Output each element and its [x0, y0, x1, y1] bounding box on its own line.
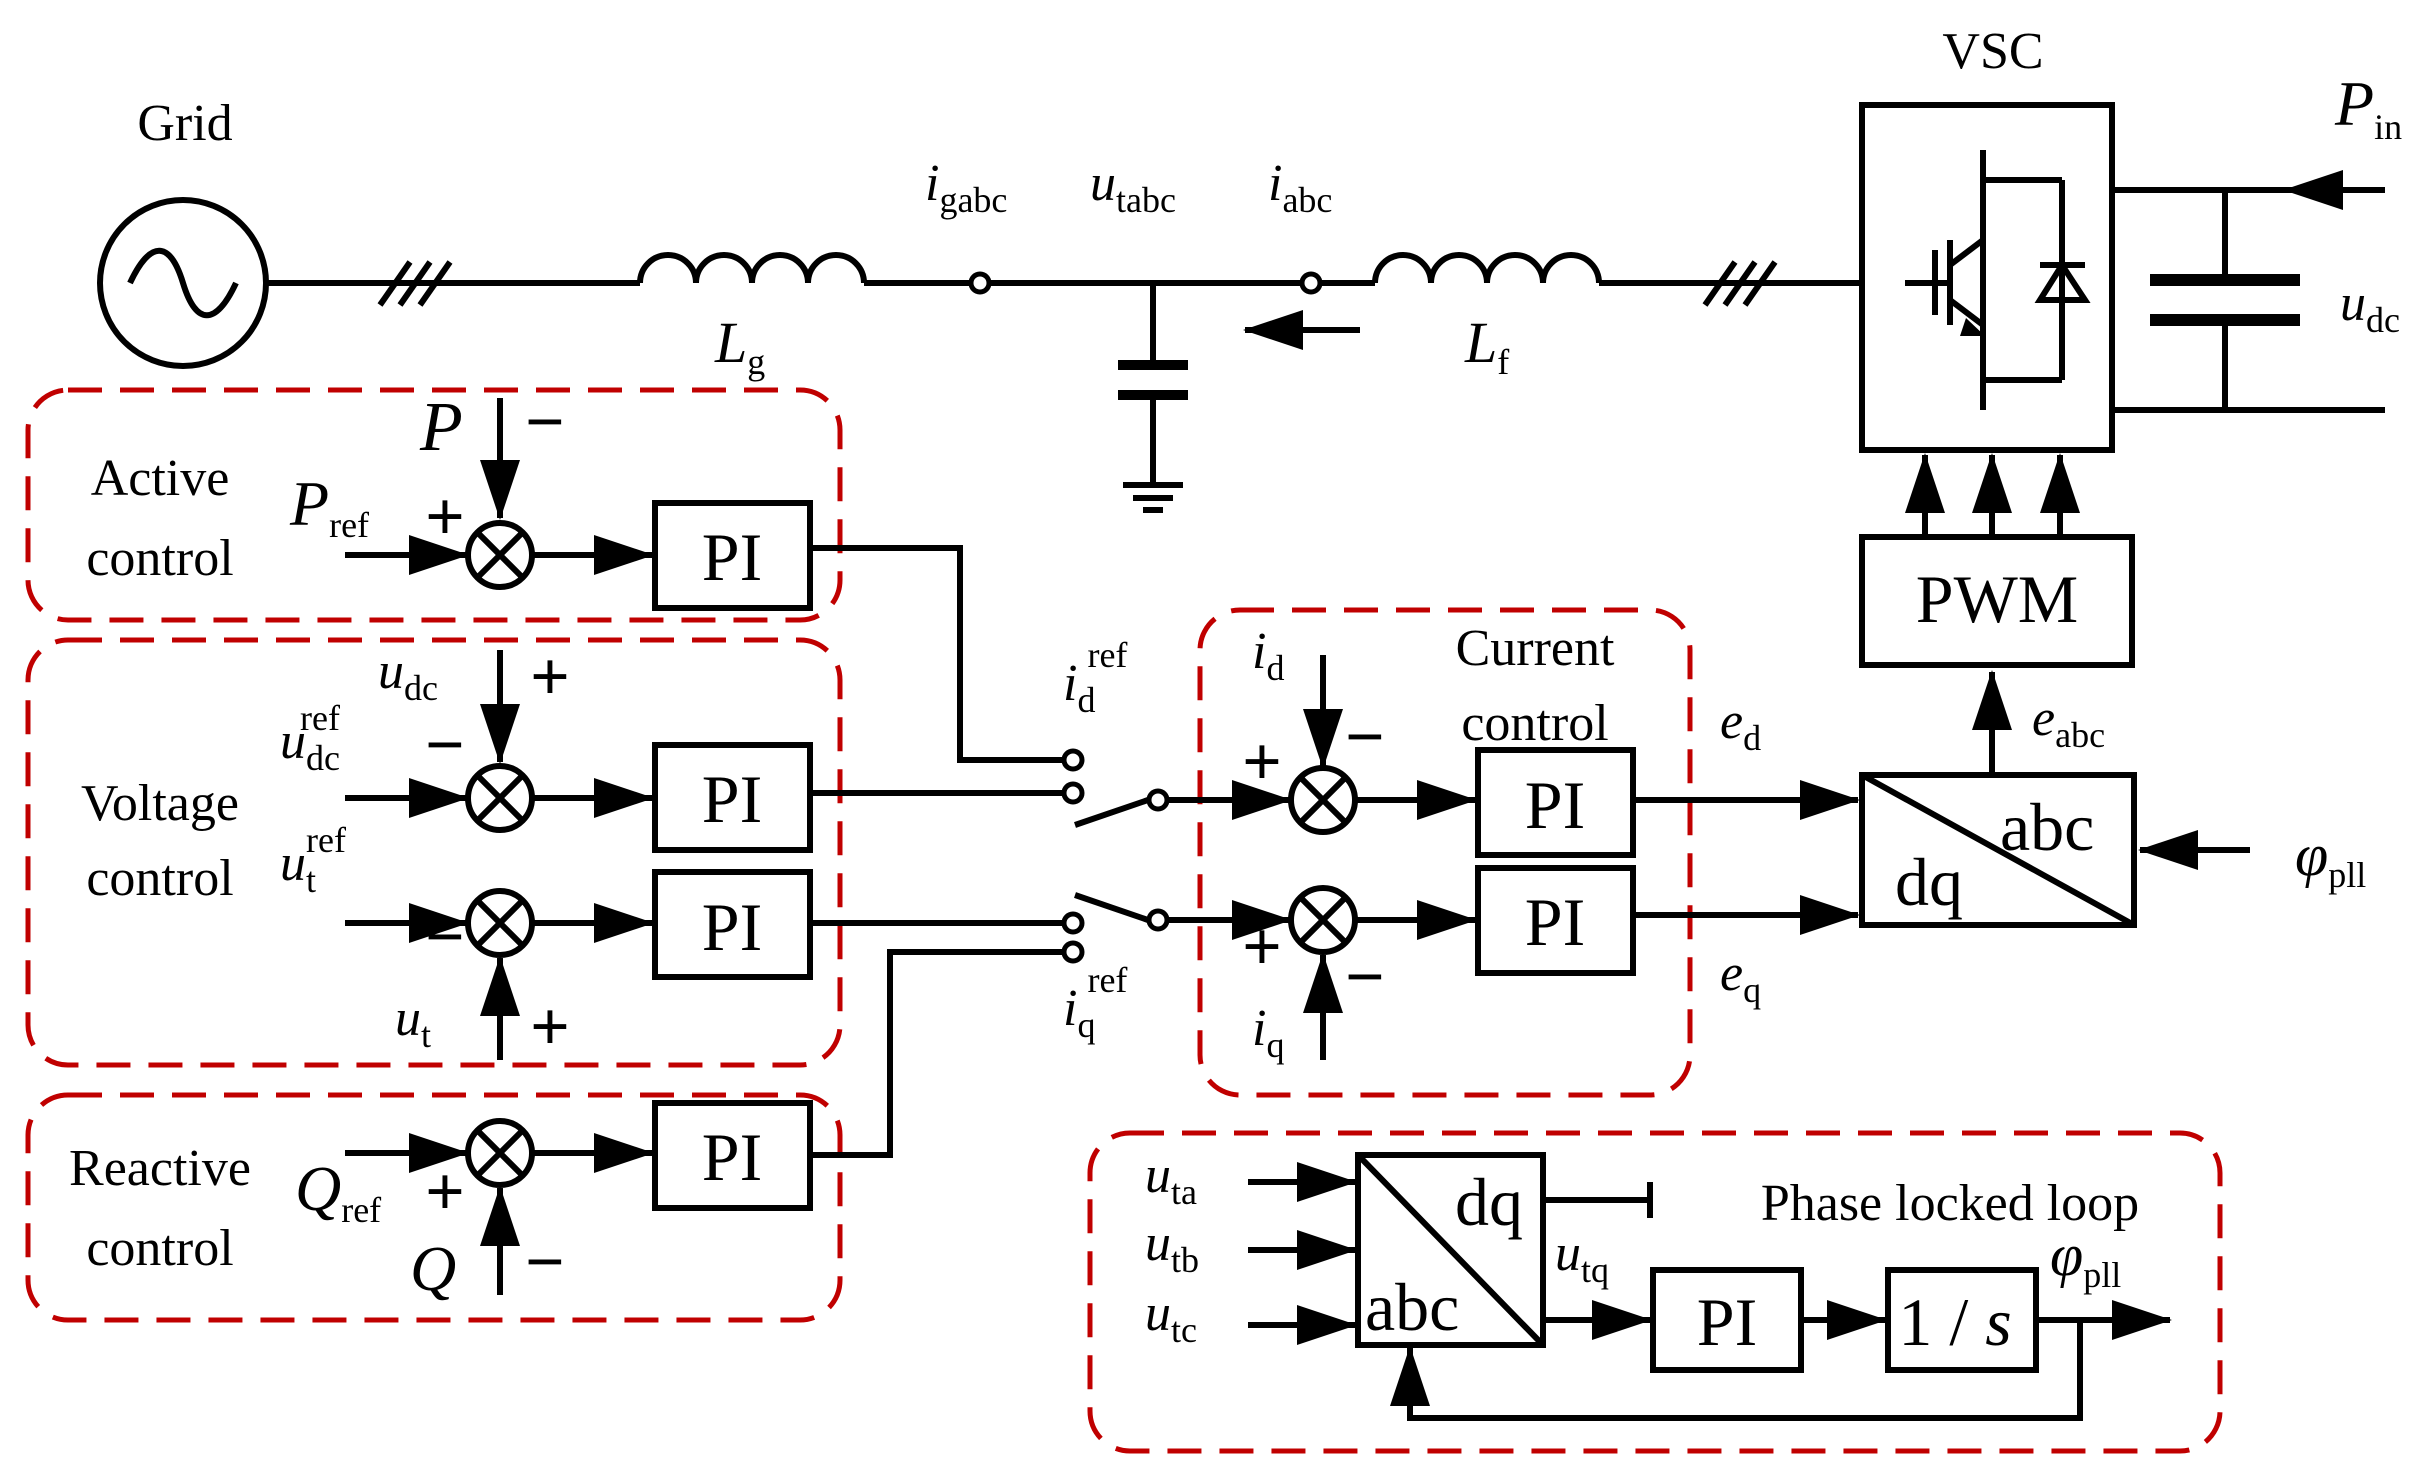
iabc-label: iabc [1268, 155, 1332, 220]
ac-wave-icon [127, 248, 239, 318]
utc-label: utc [1145, 1285, 1197, 1350]
minus-sign: − [525, 384, 565, 461]
pll-title: Phase locked loop [1761, 1175, 2139, 1232]
lf-label: Lf [1464, 310, 1509, 382]
integrator-block [1885, 1267, 2039, 1373]
pll-abc-label: abc [1365, 1269, 1459, 1345]
utq-label: utq [1555, 1225, 1609, 1290]
pll-dq-label: dq [1455, 1164, 1523, 1240]
pi-label: PI [702, 761, 762, 837]
node-igabc [968, 271, 992, 295]
reactive-title-2: control [86, 1220, 233, 1277]
lg-label: Lg [714, 310, 765, 382]
igabc-label: igabc [925, 155, 1007, 220]
udc-ref-label: udcref [280, 698, 340, 778]
ut-feedback-label: ut [395, 990, 431, 1055]
plus-sign: + [425, 1154, 465, 1231]
uta-label: uta [1145, 1147, 1197, 1212]
eq-label: eq [1720, 945, 1761, 1010]
pin-label: Pin [2334, 68, 2402, 147]
node-iabc [1299, 271, 1323, 295]
abc-label: abc [2000, 789, 2094, 865]
voltage-dc-pi-block [652, 742, 813, 853]
pi-label: PI [702, 889, 762, 965]
udc-right-label: udc [2340, 275, 2400, 340]
plus-sign: + [425, 479, 465, 556]
pll-group: Phase locked loop uta utb utc dq abc utq… [1087, 1130, 2223, 1454]
active-title-1: Active [91, 450, 230, 507]
grid-label: Grid [137, 95, 232, 152]
integrator-label: 1 / s [1898, 1284, 2011, 1360]
vsc-label: VSC [1942, 23, 2043, 80]
plus-sign: + [530, 639, 570, 716]
grid-inductor-icon [637, 252, 867, 284]
active-title-2: control [86, 530, 233, 587]
power-circuit [97, 102, 2385, 775]
minus-sign: − [425, 899, 465, 976]
reactive-title-1: Reactive [69, 1140, 251, 1197]
mode-switches [1074, 788, 1170, 932]
pi-label: PI [702, 519, 762, 595]
minus-sign: − [1345, 939, 1385, 1016]
plus-sign: + [1242, 724, 1282, 801]
iq-pi-block [1475, 865, 1636, 976]
pwm-label: PWM [1916, 561, 2078, 637]
pwm-box [1859, 534, 2135, 668]
voltage-title-2: control [86, 850, 233, 907]
current-title-1: Current [1456, 620, 1615, 677]
udc-feedback-label: udc [378, 643, 438, 708]
filter-inductor-icon [1372, 252, 1602, 284]
iq-ref-label: iqref [1063, 960, 1127, 1045]
id-ref-label: idref [1063, 635, 1127, 720]
active-control-group: Active control P − Pref + PI [25, 384, 1085, 772]
igbt-diode-icon [1905, 150, 2091, 410]
q-feedback-label: Q [410, 1233, 456, 1304]
pi-label: PI [1525, 884, 1585, 960]
minus-sign: − [525, 1224, 565, 1301]
voltage-control-group: Voltage control udc + udcref − PI utref … [25, 637, 1085, 1068]
utb-label: utb [1145, 1215, 1199, 1280]
id-pi-block [1475, 747, 1636, 858]
pi-label: PI [1525, 767, 1585, 843]
ed-label: ed [1720, 693, 1761, 758]
pi-label: PI [1697, 1284, 1757, 1360]
iq-feedback-label: iq [1252, 1000, 1284, 1065]
minus-sign: − [1345, 699, 1385, 776]
ut-ref-label: utref [280, 820, 346, 900]
utabc-label: utabc [1090, 155, 1176, 220]
pll-phi-output-label: φpll [2050, 1222, 2121, 1295]
p-feedback-label: P [419, 389, 463, 466]
filter-capacitor-icon [1118, 283, 1188, 513]
reactive-control-group: Reactive control Qref + Q − PI [25, 940, 1085, 1323]
voltage-t-pi-block [652, 869, 813, 980]
pll-pi-block [1650, 1267, 1804, 1373]
pref-label: Pref [289, 468, 369, 545]
plus-sign: + [530, 989, 570, 1066]
active-pi-block [652, 500, 813, 611]
voltage-title-1: Voltage [81, 775, 239, 832]
id-feedback-label: id [1252, 623, 1284, 688]
current-control-group: Current control id − + + − iq PI PI [1167, 607, 1860, 1098]
qref-label: Qref [295, 1153, 381, 1230]
phi-pll-input-label: φpll [2295, 822, 2366, 895]
eabc-label: eabc [2032, 690, 2105, 755]
three-phase-ticks-icon [377, 260, 453, 307]
dq-label: dq [1895, 844, 1963, 920]
current-title-2: control [1461, 695, 1608, 752]
vsc-box [1859, 102, 2115, 453]
minus-sign: − [425, 707, 465, 784]
three-phase-ticks-icon [1702, 260, 1778, 307]
pi-label: PI [702, 1119, 762, 1195]
